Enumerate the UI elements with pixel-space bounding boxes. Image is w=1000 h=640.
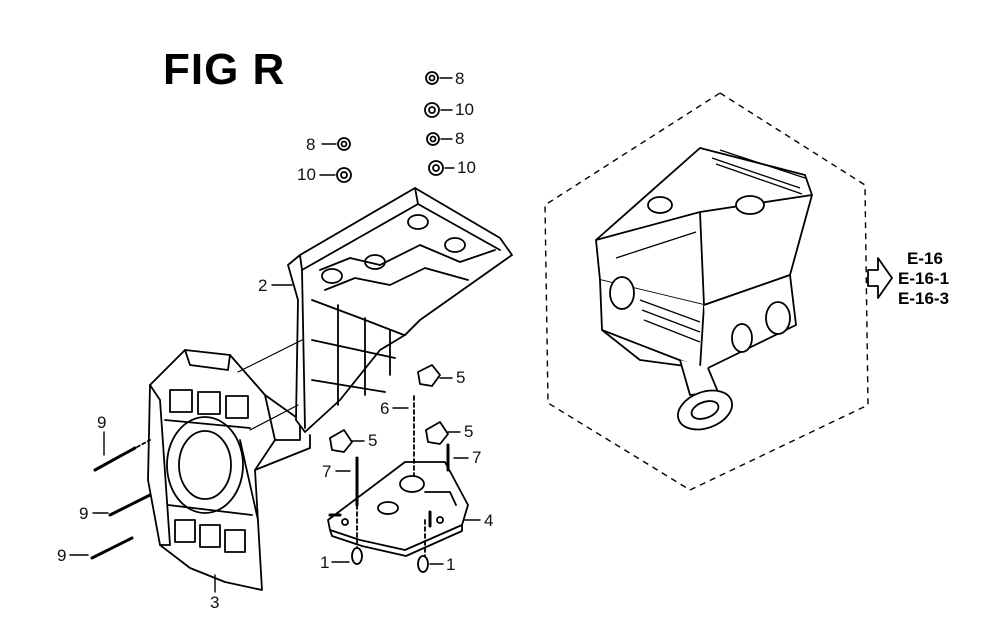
reference-label: E-16-1 [898, 269, 950, 288]
callout-label: 10 [457, 158, 476, 177]
callout-label: 10 [297, 165, 316, 184]
mounting-plate-part-4 [327, 461, 469, 557]
callout-label: 1 [446, 555, 456, 574]
leader-lines [69, 77, 481, 593]
callout-label: 5 [464, 422, 474, 441]
callout-label: 7 [322, 462, 332, 481]
reference-label: E-16-3 [898, 289, 950, 308]
callout-label: 3 [210, 593, 220, 612]
callout-label: 2 [258, 276, 268, 295]
callout-label: 8 [455, 129, 465, 148]
callout-label: 7 [472, 448, 482, 467]
figure-title: FIG R [163, 45, 286, 94]
callout-label: 8 [455, 69, 465, 88]
callout-label: 9 [79, 504, 89, 523]
callout-label: 1 [320, 553, 330, 572]
mounting-bracket-part-3 [147, 349, 311, 591]
guide-lines [237, 339, 303, 431]
callout-label: 5 [368, 431, 378, 450]
hardware-bolts [90, 395, 450, 573]
callout-label: 8 [306, 135, 316, 154]
callout-label: 10 [455, 100, 474, 119]
engine-reference-assembly [544, 92, 869, 491]
reference-arrow-icon [867, 257, 893, 299]
callout-label: 6 [380, 399, 390, 418]
reference-label: E-16 [907, 249, 943, 268]
callout-label: 5 [456, 368, 466, 387]
hardware-nuts-washers [329, 71, 449, 453]
callout-label: 9 [57, 546, 67, 565]
callout-label: 4 [484, 511, 494, 530]
callout-label: 9 [97, 413, 107, 432]
long-bracket-part-2 [287, 187, 513, 433]
